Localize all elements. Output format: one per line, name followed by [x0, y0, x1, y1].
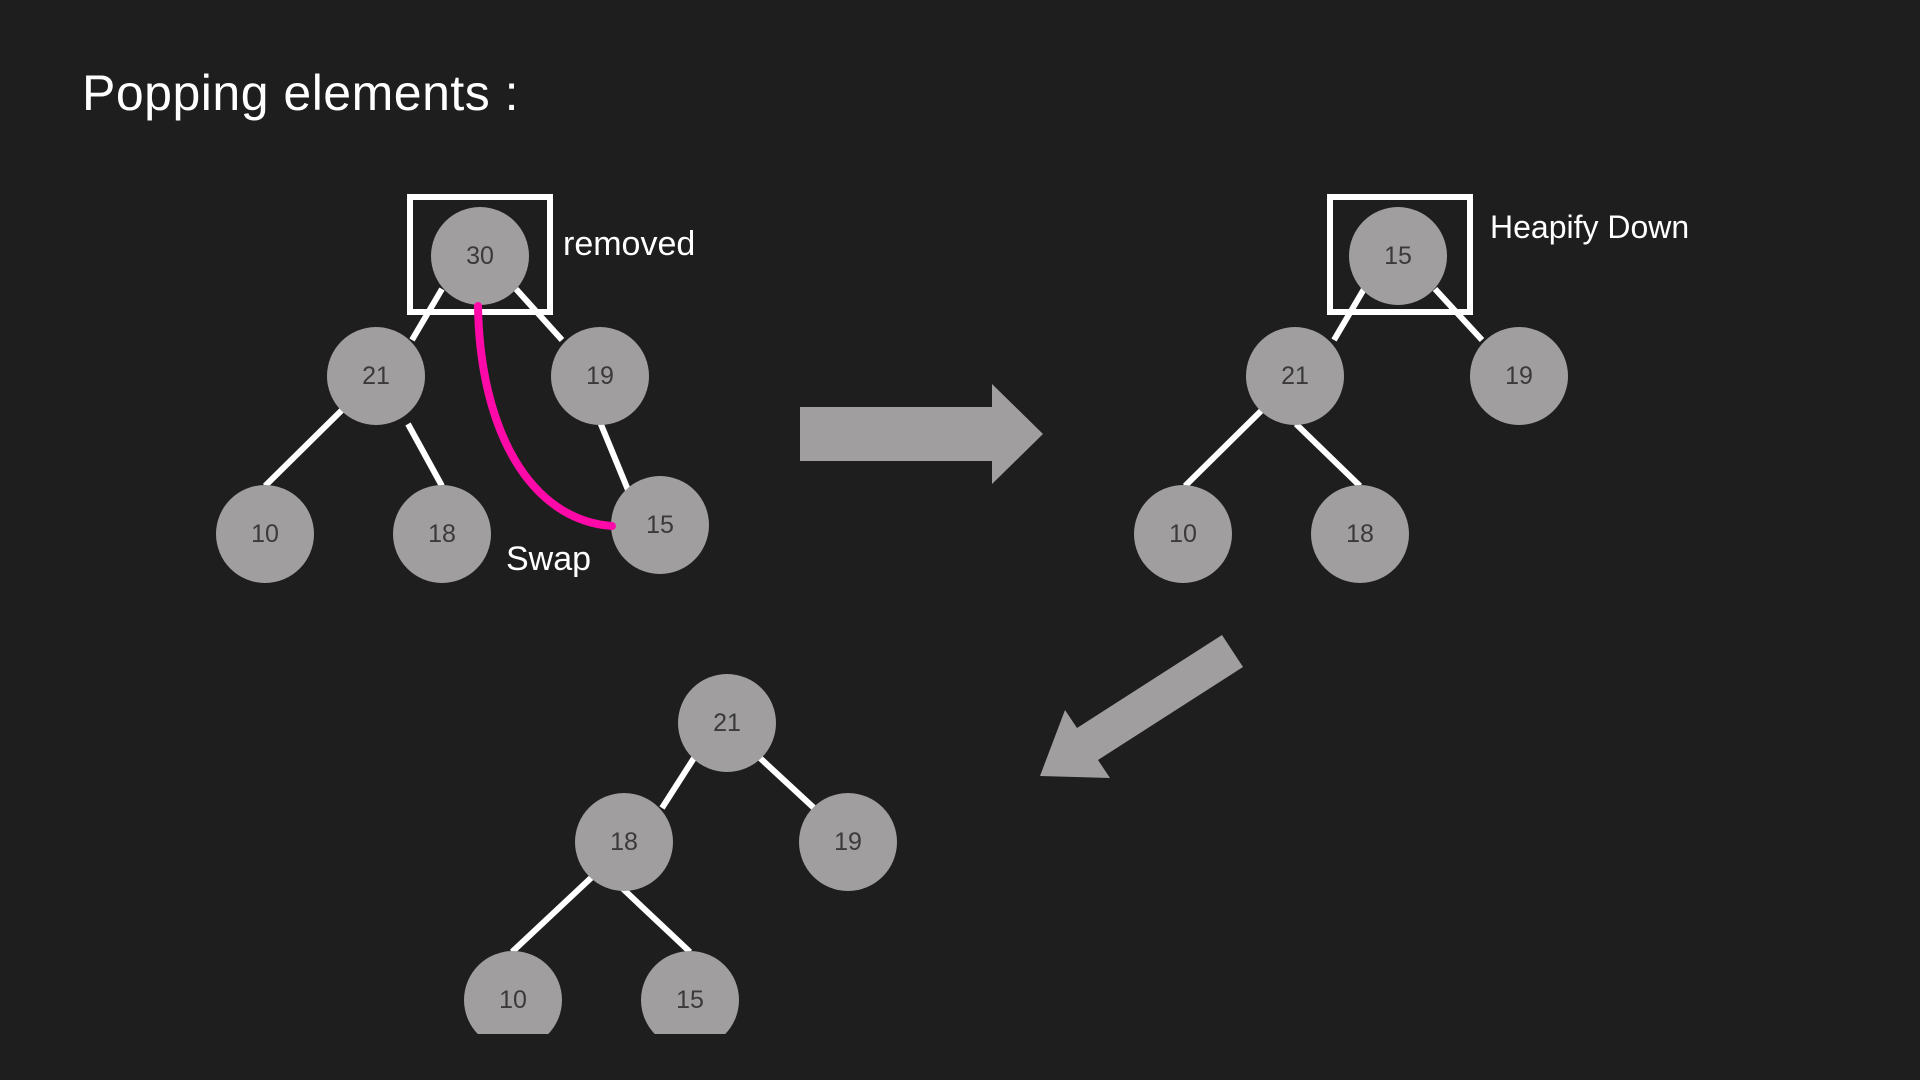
edge — [509, 874, 595, 955]
edge — [619, 885, 693, 955]
heap-node: 15 — [1349, 207, 1447, 305]
tree-after-heapify: 21 18 19 10 15 — [400, 674, 897, 1080]
node-value: 15 — [676, 986, 704, 1014]
node-value: 18 — [428, 520, 456, 548]
edge — [405, 422, 445, 488]
node-value: 10 — [1169, 520, 1197, 548]
edge — [597, 420, 631, 492]
node-value: 19 — [834, 828, 862, 856]
edge — [659, 756, 697, 810]
down-left-arrow-icon — [1040, 635, 1243, 778]
edge — [1182, 407, 1265, 489]
heap-node: 19 — [551, 327, 649, 425]
node-value: 18 — [610, 828, 638, 856]
heap-node: 15 — [611, 476, 709, 574]
node-value: 30 — [466, 242, 494, 270]
heap-node: 30 — [431, 207, 529, 305]
heap-node: 19 — [799, 793, 897, 891]
node-value: 19 — [586, 362, 614, 390]
node-value: 15 — [1384, 242, 1412, 270]
heap-node: 15 — [641, 951, 739, 1049]
edge — [757, 755, 817, 811]
node-value: 19 — [1505, 362, 1533, 390]
slide-title: Popping elements : — [82, 65, 520, 121]
swap-label: Swap — [506, 540, 591, 578]
node-value: 21 — [362, 362, 390, 390]
tree-after-swap: 15 21 19 10 18 Heapify Down — [1134, 194, 1689, 583]
heap-node: 18 — [1311, 485, 1409, 583]
node-value: 10 — [251, 520, 279, 548]
edge — [262, 407, 345, 489]
heap-node: 10 — [1134, 485, 1232, 583]
heap-node: 10 — [464, 951, 562, 1049]
heapify-down-label: Heapify Down — [1490, 209, 1689, 245]
tree-before: 30 21 19 10 18 15 removed Swap — [216, 194, 709, 583]
heap-node: 18 — [393, 485, 491, 583]
heap-node: 21 — [1246, 327, 1344, 425]
node-value: 18 — [1346, 520, 1374, 548]
node-value: 21 — [713, 709, 741, 737]
heap-node: 10 — [216, 485, 314, 583]
swap-curve — [474, 302, 616, 530]
root-highlight-box — [1327, 194, 1473, 315]
crop-mask — [400, 1034, 800, 1080]
heap-node: 18 — [575, 793, 673, 891]
heap-node: 21 — [678, 674, 776, 772]
node-value: 15 — [646, 511, 674, 539]
edge — [1293, 421, 1363, 489]
removed-label: removed — [563, 225, 695, 263]
node-value: 21 — [1281, 362, 1309, 390]
heap-node: 19 — [1470, 327, 1568, 425]
heap-node: 21 — [327, 327, 425, 425]
node-value: 10 — [499, 986, 527, 1014]
right-arrow-icon — [800, 384, 1043, 484]
